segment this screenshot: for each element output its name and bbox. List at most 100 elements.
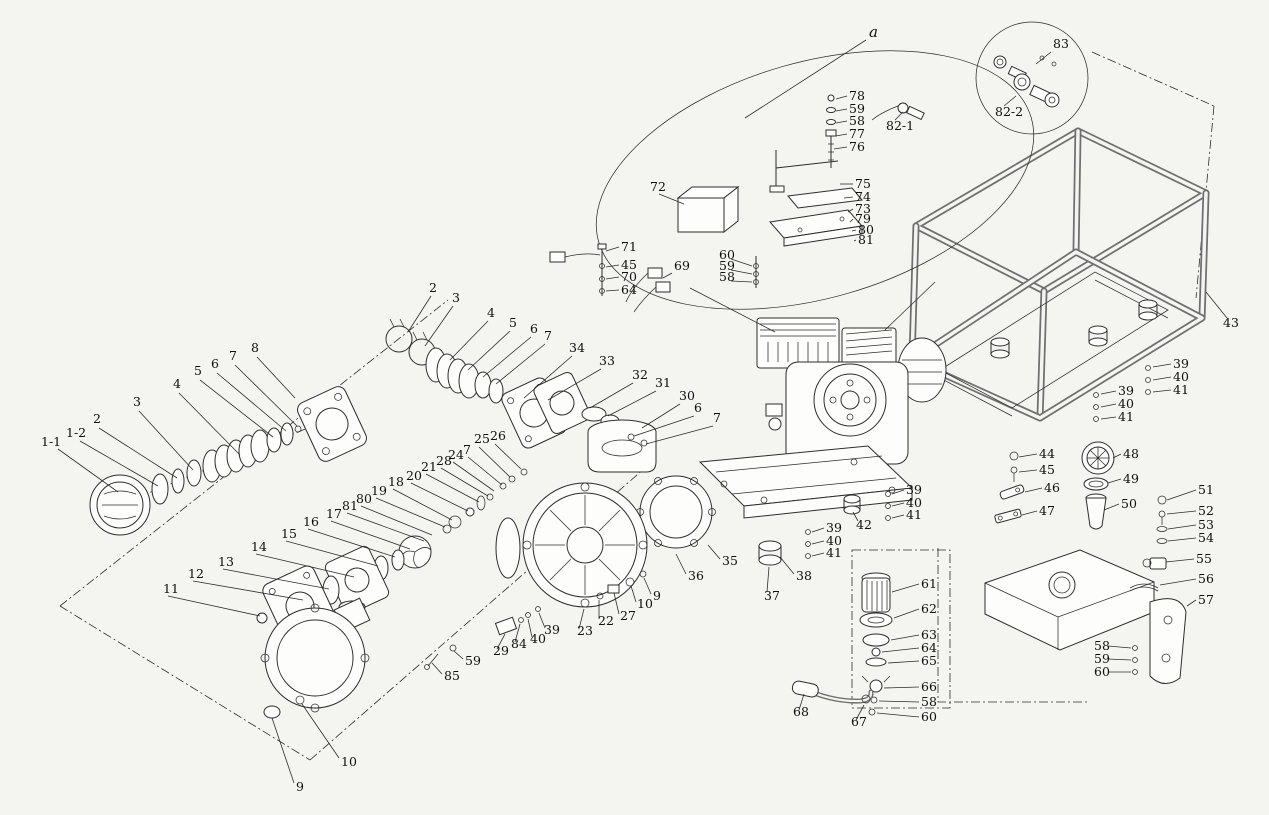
- leader-line-41: [891, 514, 905, 519]
- drawing-shape: [825, 129, 837, 137]
- drawing-shape: [360, 653, 370, 663]
- leader-line-20: [410, 482, 469, 512]
- leader-line-42: [852, 511, 859, 522]
- part-label-58: 58: [719, 269, 735, 284]
- part-label-43: 43: [1223, 315, 1239, 330]
- vibration-mount: [843, 494, 861, 515]
- drawing-shape: [720, 480, 728, 488]
- drawing-shape: [937, 548, 1090, 703]
- drawing-shape: [1158, 510, 1166, 518]
- leader-line-27: [613, 592, 620, 615]
- fuel-tank: [984, 549, 1155, 651]
- drawing-shape: [625, 272, 657, 313]
- leader-line-23: [578, 608, 585, 630]
- leader-line-35: [707, 544, 721, 560]
- part-label-61: 61: [921, 576, 937, 591]
- leader-line-62: [893, 608, 920, 619]
- drawing-shape: [805, 541, 811, 547]
- leader-line-15: [285, 540, 379, 567]
- leader-line-49: [1107, 478, 1122, 484]
- part-label-58: 58: [849, 113, 865, 128]
- part-label-15: 15: [281, 526, 297, 541]
- handle-drawing: [791, 680, 874, 704]
- drawing-shape: [912, 127, 1210, 295]
- leader-line-17: [330, 520, 411, 550]
- leader-line-39: [891, 489, 905, 495]
- drawing-shape: [1142, 558, 1152, 568]
- leader-line-59: [1107, 658, 1132, 661]
- part-label-40: 40: [826, 533, 842, 548]
- part-label-12: 12: [188, 566, 204, 581]
- part-label-67: 67: [851, 714, 867, 729]
- drawing-shape: [840, 390, 860, 410]
- drawing-shape: [743, 487, 913, 519]
- leader-line-24: [452, 461, 495, 492]
- leader-line-10: [630, 585, 637, 603]
- leader-line-10: [301, 703, 340, 759]
- leader-line-1-2: [79, 440, 159, 487]
- drawing-shape: [866, 580, 888, 611]
- leader-line-5: [467, 330, 511, 371]
- leader-line-32: [589, 382, 634, 409]
- leader-line-34: [523, 355, 573, 399]
- drawing-shape: [839, 216, 845, 222]
- part-label-6: 6: [530, 321, 538, 336]
- drawing-shape: [1085, 497, 1107, 530]
- drawing-shape: [654, 477, 662, 485]
- part-label-72: 72: [650, 179, 666, 194]
- drawing-shape: [996, 58, 1004, 66]
- drawing-shape: [753, 279, 759, 285]
- part-label-80: 80: [858, 222, 874, 237]
- part-label-39: 39: [544, 622, 560, 637]
- part-label-64: 64: [621, 282, 637, 297]
- part-label-77: 77: [849, 126, 865, 141]
- drawing-shape: [828, 143, 834, 161]
- seal-plate: [324, 545, 390, 615]
- drawing-shape: [861, 675, 891, 683]
- part-label-59: 59: [849, 101, 865, 116]
- drawing-shape: [389, 318, 405, 328]
- leader-line-73: [847, 208, 854, 213]
- leader-line-64: [881, 647, 920, 653]
- wing-nut-66: [861, 675, 891, 693]
- leader-line-40: [1152, 376, 1172, 381]
- part-label-40: 40: [530, 631, 546, 646]
- drawing-shape: [599, 263, 605, 269]
- drawing-shape: [424, 664, 430, 670]
- part-label-2: 2: [93, 411, 101, 426]
- volute-housing: [260, 597, 371, 713]
- engine-hardware: [805, 491, 891, 559]
- pump-cover: [522, 482, 648, 608]
- leader-line-30: [641, 403, 681, 429]
- leader-line-4: [449, 320, 489, 361]
- leader-line-13: [222, 568, 330, 590]
- drawing-shape: [59, 605, 311, 761]
- part-label-26: 26: [490, 428, 506, 443]
- part-label-22: 22: [598, 613, 614, 628]
- engine-drawing: [626, 317, 947, 566]
- part-label-3: 3: [133, 394, 141, 409]
- part-label-19: 19: [371, 483, 387, 498]
- part-label-4: 4: [487, 305, 495, 320]
- leader-line-66: [883, 686, 920, 689]
- part-label-44: 44: [1039, 446, 1055, 461]
- part-label-34: 34: [569, 340, 585, 355]
- discharge-hose: [425, 347, 480, 399]
- part-label-7: 7: [229, 348, 237, 363]
- drawing-shape: [1088, 480, 1104, 488]
- drawing-shape: [607, 584, 620, 594]
- drawing-shape: [1149, 557, 1167, 570]
- part-label-45: 45: [1039, 462, 1055, 477]
- part-label-2: 2: [429, 280, 437, 295]
- leader-line-47: [1021, 510, 1038, 516]
- drawing-shape: [352, 432, 361, 441]
- leader-line-81: [346, 512, 425, 542]
- part-label-39: 39: [906, 482, 922, 497]
- drawing-shape: [867, 616, 885, 624]
- drawing-shape: [522, 540, 532, 550]
- drawing-shape: [1087, 447, 1109, 469]
- drawing-shape: [805, 529, 811, 535]
- leader-line-83: [1035, 51, 1052, 65]
- leader-line-54: [1167, 537, 1197, 542]
